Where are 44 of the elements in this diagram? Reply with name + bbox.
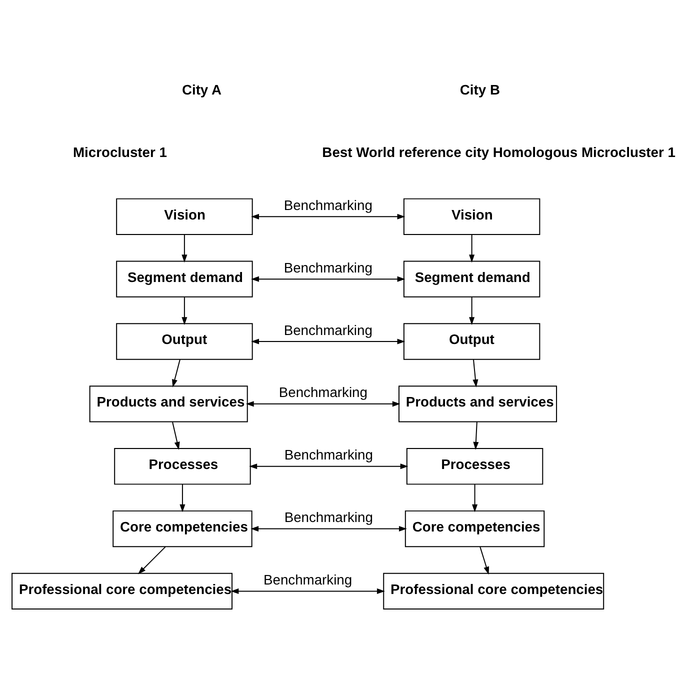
arrow (250, 526, 407, 532)
arrow (251, 214, 406, 220)
arrow (230, 588, 385, 594)
arrow (473, 422, 479, 450)
arrow (172, 359, 180, 388)
arrow (182, 234, 188, 263)
edge-label: Benchmarking (284, 196, 372, 213)
arrow (172, 422, 180, 450)
arrow (469, 234, 475, 263)
arrow (469, 296, 475, 326)
arrow (472, 484, 478, 512)
label: Microcluster 1 (72, 144, 167, 160)
label: City A (182, 81, 222, 98)
node-box: Vision (116, 198, 253, 235)
arrow (182, 296, 188, 326)
node-box: Core competencies (404, 510, 545, 548)
arrow (251, 338, 406, 344)
label: Best World reference city Homologous Microcluster 1 (322, 144, 676, 160)
node-box: Products and services (398, 386, 558, 422)
node-box: Core competencies (112, 510, 252, 548)
edge-label: Benchmarking (284, 322, 372, 338)
edge-label: Benchmarking (284, 509, 373, 526)
arrow (472, 359, 478, 388)
edge-label: Benchmarking (264, 571, 352, 588)
node-box: Professional core competencies (12, 572, 232, 610)
arrow (246, 401, 400, 407)
node-box: Professional core competencies (383, 572, 604, 610)
arrow (249, 464, 408, 470)
node-box: Vision (403, 198, 540, 235)
node-box: Processes (406, 448, 544, 485)
label: City B (460, 81, 500, 98)
edge-label: Benchmarking (284, 259, 372, 276)
arrow (180, 484, 186, 512)
arrow (138, 546, 166, 574)
edge-label: Benchmarking (278, 384, 368, 400)
node-box: Segment demand (403, 260, 540, 298)
arrow (480, 546, 490, 575)
node-box: Segment demand (116, 260, 253, 298)
node-box: Processes (114, 448, 251, 485)
arrow (251, 276, 406, 282)
node-box: Output (403, 323, 540, 360)
node-box: Output (116, 323, 253, 360)
node-box: Products and services (89, 386, 248, 422)
edge-label: Benchmarking (284, 446, 373, 463)
